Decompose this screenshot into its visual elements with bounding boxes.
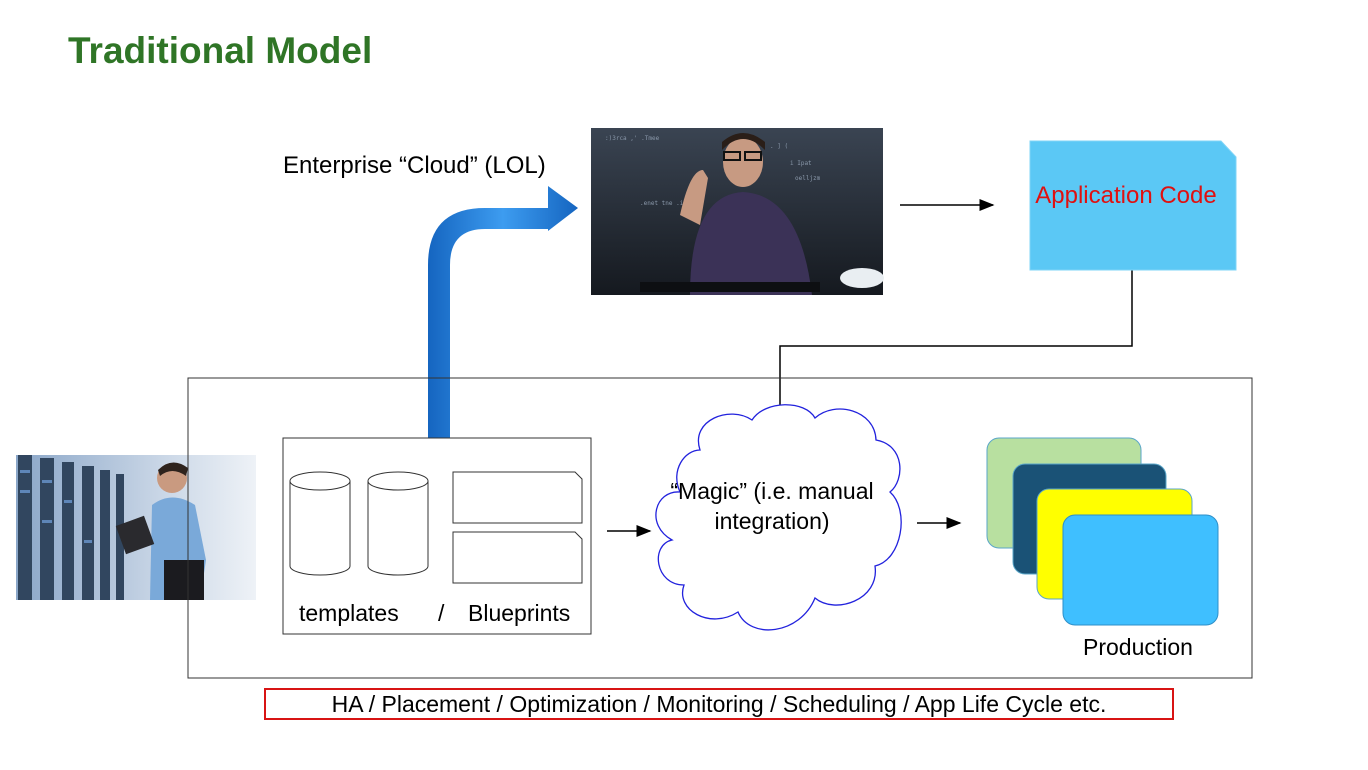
developer-photo: :)3rca ,' .Tmee . ] ( i Ipat oelljzm .en… [591, 128, 884, 295]
production-card-blue [1062, 514, 1219, 626]
blueprint-doc-2 [452, 531, 583, 584]
admin-photo [16, 455, 256, 600]
slash-separator: / [438, 600, 445, 626]
enterprise-cloud-arrow [428, 186, 578, 438]
svg-text::)3rca ,' .Tmee: :)3rca ,' .Tmee [605, 135, 660, 142]
svg-text:i Ipat: i Ipat [790, 160, 812, 167]
magic-label: “Magic” (i.e. manual integration) [670, 478, 874, 534]
enterprise-cloud-label: Enterprise “Cloud” (LOL) [283, 152, 546, 179]
template-cylinder-1 [289, 471, 351, 576]
svg-text:. ] (: . ] ( [770, 143, 788, 150]
svg-text:.enet tne .inte: .enet tne .inte [640, 200, 695, 207]
blueprints-label: Blueprints [468, 600, 571, 626]
page-title: Traditional Model [68, 30, 373, 71]
application-code-box [1029, 140, 1237, 271]
production-label: Production [1083, 634, 1193, 660]
template-cylinder-2 [367, 471, 429, 576]
arrow-app-code-to-magic [774, 270, 1133, 422]
application-code-label: Application Code [1035, 182, 1217, 209]
svg-text:oelljzm: oelljzm [795, 175, 821, 182]
magic-cloud [655, 404, 902, 631]
capabilities-box: HA / Placement / Optimization / Monitori… [264, 688, 1174, 720]
templates-label: templates [299, 600, 399, 626]
infrastructure-container [187, 377, 1253, 679]
blueprint-doc-1 [452, 471, 583, 524]
